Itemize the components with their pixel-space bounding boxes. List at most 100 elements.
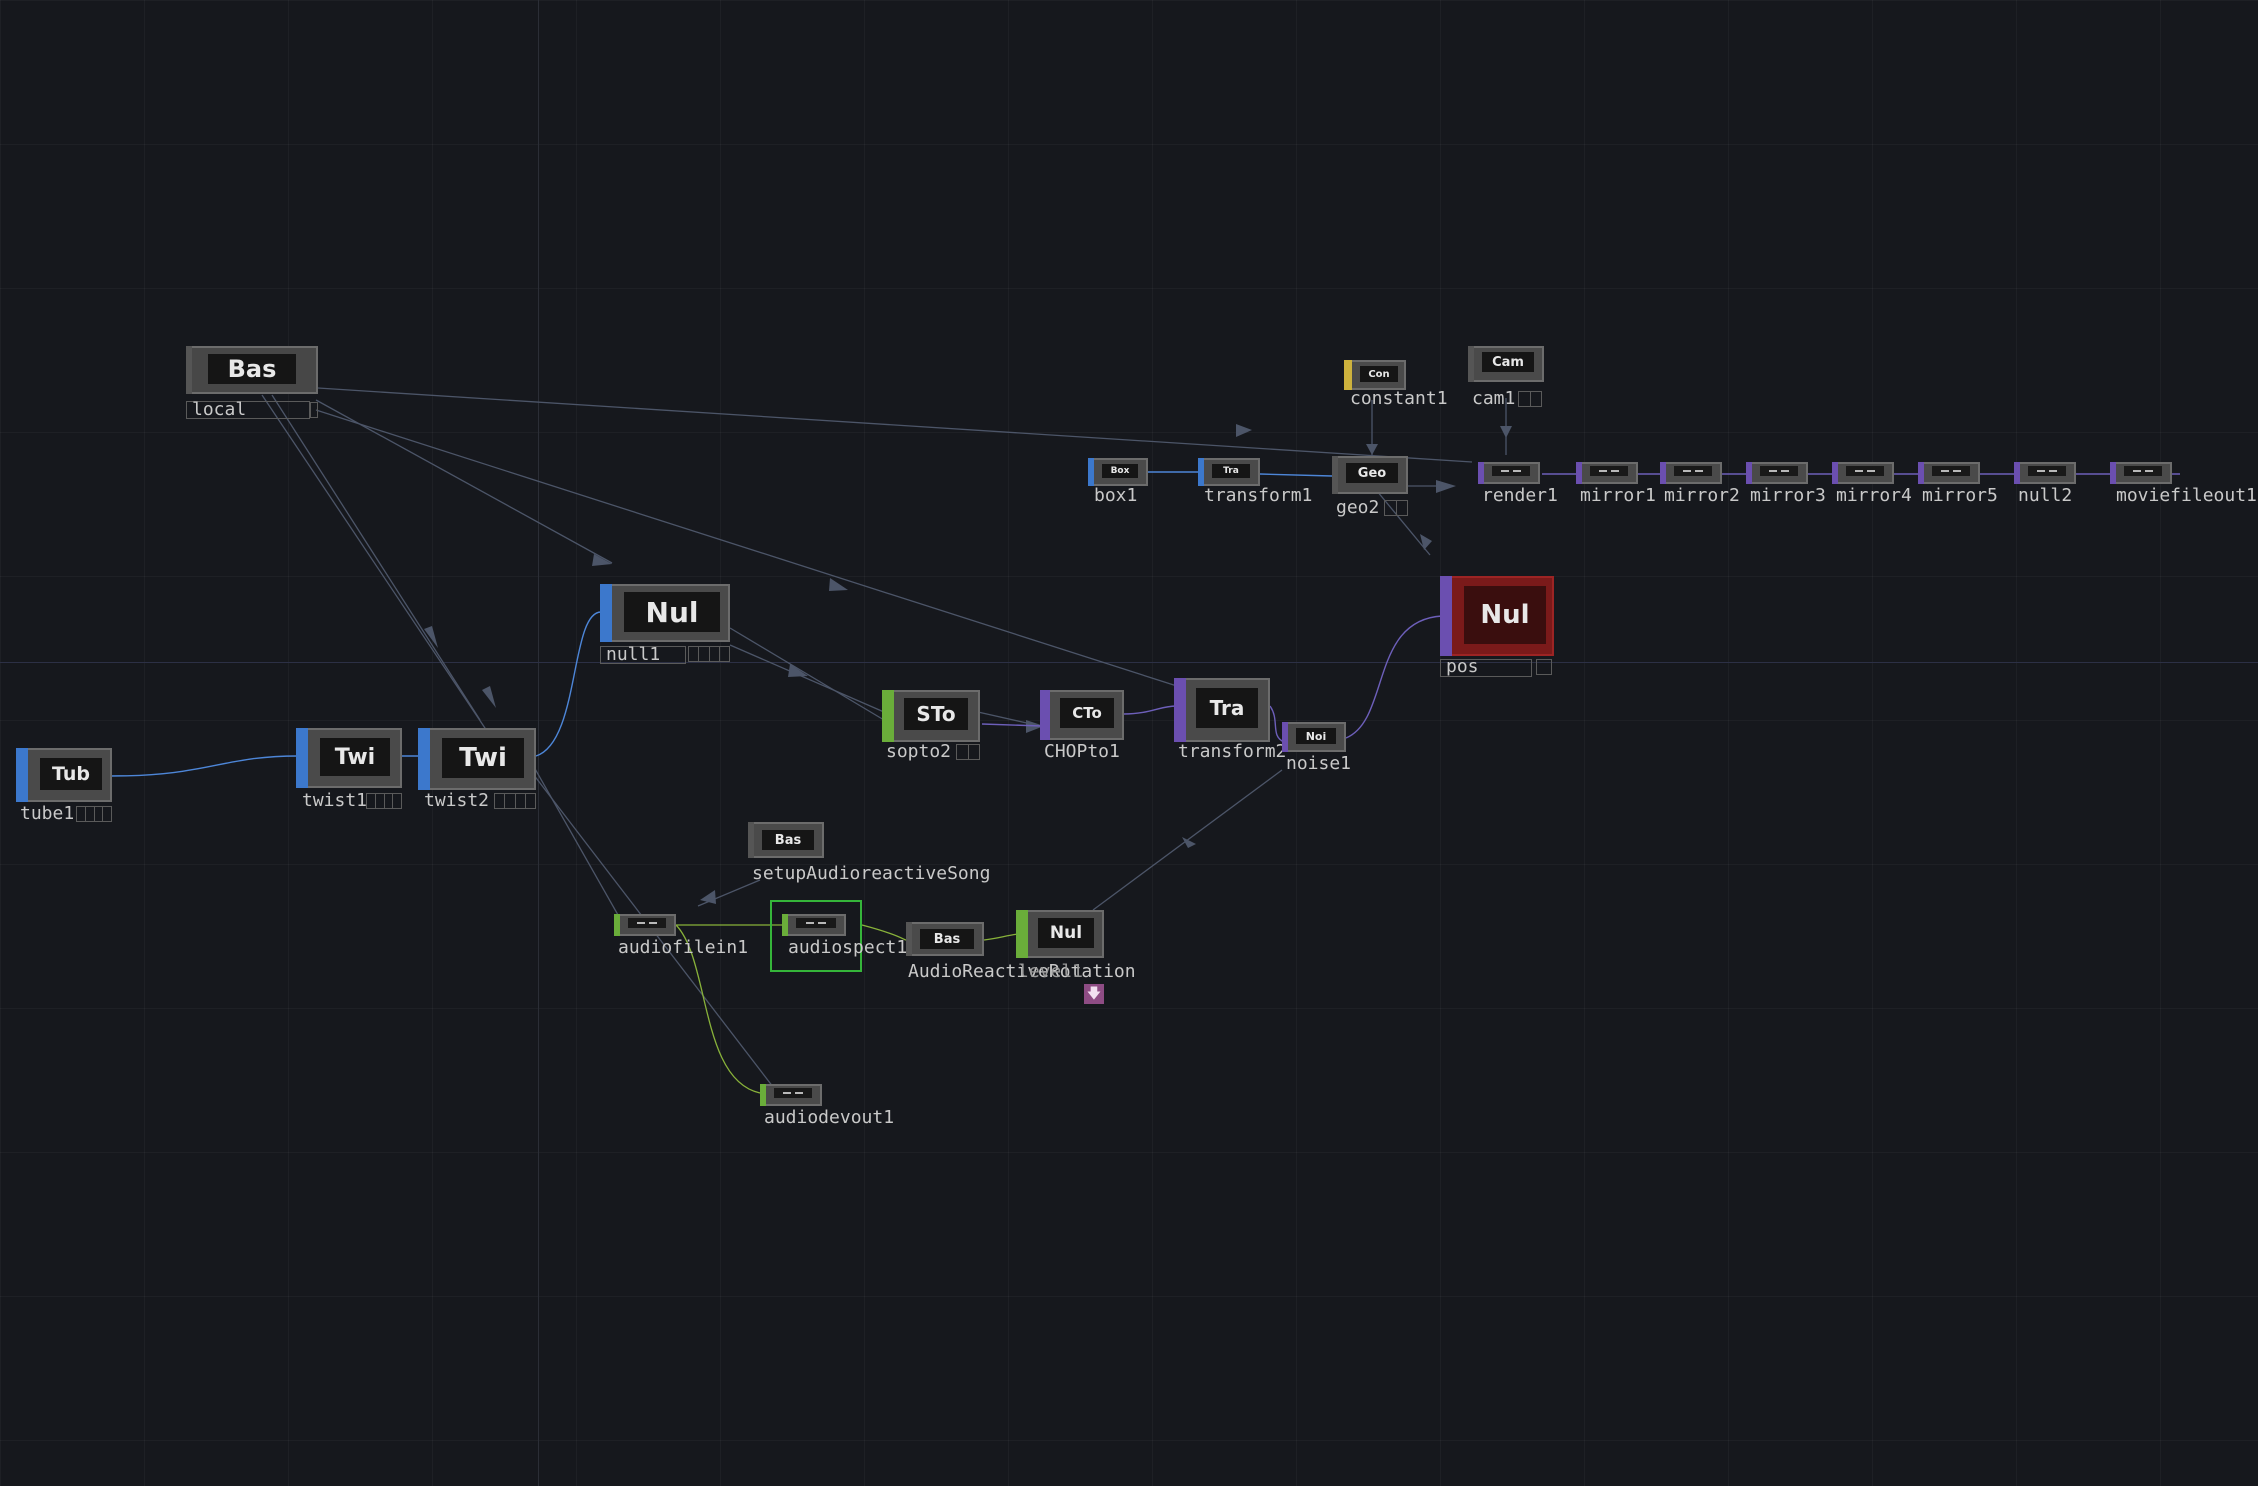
- node-constant1[interactable]: Con: [1344, 360, 1406, 390]
- node-mirror5[interactable]: [1918, 462, 1980, 484]
- node-face: CTo: [1060, 698, 1114, 728]
- node-transform1[interactable]: Tra: [1198, 458, 1260, 486]
- node-label-render1: render1: [1482, 485, 1558, 506]
- node-tube1[interactable]: Tub: [16, 748, 112, 802]
- selection-box: [770, 900, 862, 972]
- node-label-twist2: twist2: [424, 790, 490, 811]
- node-twist2[interactable]: Twi: [418, 728, 536, 790]
- node-box1[interactable]: Box: [1088, 458, 1148, 486]
- node-audiospect1[interactable]: [782, 914, 846, 936]
- wire-arrow: [1236, 424, 1252, 437]
- node-choptol[interactable]: CTo: [1040, 690, 1124, 740]
- node-label-mirror3: mirror3: [1750, 485, 1826, 506]
- node-label-level1: level1: [1018, 961, 1084, 982]
- node-face: Tra: [1196, 688, 1258, 728]
- wire-arrow: [592, 554, 612, 566]
- ref-wire: [529, 759, 623, 923]
- node-label-cam1: cam1: [1472, 388, 1516, 409]
- top-wire: [1345, 615, 1443, 739]
- node-geo2[interactable]: Geo: [1332, 456, 1408, 494]
- node-audiofilein1[interactable]: [614, 914, 676, 936]
- ref-wire: [317, 387, 1473, 463]
- node-face: Noi: [1296, 728, 1336, 744]
- ref-wire: [315, 399, 613, 564]
- node-label-null1: null1: [606, 644, 661, 665]
- node-label-audiodevout1: audiodevout1: [764, 1107, 895, 1128]
- wire-arrow: [424, 626, 438, 648]
- node-label-transform1: transform1: [1204, 485, 1313, 506]
- node-cam1[interactable]: Cam: [1468, 346, 1544, 382]
- node-face: Cam: [1482, 352, 1534, 372]
- wire-arrow: [1500, 426, 1512, 438]
- top-wire: [981, 723, 1043, 727]
- node-mirror2[interactable]: [1660, 462, 1722, 484]
- arrow-down-icon[interactable]: 🡇: [1084, 984, 1104, 1004]
- node-noise1[interactable]: Noi: [1282, 722, 1346, 752]
- wire-arrow: [788, 664, 808, 677]
- node-label-mirror5: mirror5: [1922, 485, 1998, 506]
- node-local[interactable]: Bas: [186, 346, 318, 394]
- top-wire: [1269, 705, 1285, 743]
- wire-arrow: [1436, 480, 1456, 493]
- wire-arrow: [1026, 720, 1044, 733]
- node-label-box1: box1: [1094, 485, 1138, 506]
- node-setupaudio[interactable]: Bas: [748, 822, 824, 858]
- node-label-moviefileout1: moviefileout1: [2116, 485, 2257, 506]
- chop-wire: [861, 924, 907, 941]
- node-label-audioreactive: AudioReactiveRotation: [908, 961, 1136, 982]
- ref-wire: [1371, 484, 1431, 556]
- node-label-twist1: twist1: [302, 790, 368, 811]
- sop-wire: [109, 755, 299, 777]
- node-moviefileout1[interactable]: [2110, 462, 2172, 484]
- ref-wire: [271, 394, 481, 721]
- node-face: Nul: [624, 592, 720, 632]
- node-label-audiospect1: audiospect1: [788, 937, 908, 958]
- node-label-setupaudio: setupAudioreactiveSong: [752, 863, 991, 884]
- node-face: STo: [904, 698, 968, 730]
- node-face: Tub: [40, 758, 102, 790]
- ref-wire: [261, 394, 498, 747]
- node-mirror4[interactable]: [1832, 462, 1894, 484]
- chop-wire: [675, 924, 761, 1094]
- node-face: Bas: [920, 929, 974, 949]
- node-twist1[interactable]: Twi: [296, 728, 402, 788]
- node-face: Box: [1102, 464, 1138, 478]
- wire-arrow: [829, 578, 848, 591]
- node-pos[interactable]: Nul: [1440, 576, 1554, 656]
- node-label-mirror1: mirror1: [1580, 485, 1656, 506]
- node-null2[interactable]: [2014, 462, 2076, 484]
- chop-wire: [983, 933, 1019, 941]
- node-label-pos: pos: [1446, 656, 1479, 677]
- wire-arrow: [1366, 444, 1378, 455]
- node-audiodevout1[interactable]: [760, 1084, 822, 1106]
- ref-wire: [697, 879, 761, 907]
- node-face: Geo: [1346, 463, 1398, 483]
- node-label-tube1: tube1: [20, 803, 75, 824]
- sop-wire: [535, 611, 602, 757]
- ref-wire: [315, 409, 1181, 688]
- origin-axis-vertical: [538, 0, 539, 1486]
- origin-axis-horizontal: [0, 662, 2258, 663]
- node-level1[interactable]: Nul: [1016, 910, 1104, 958]
- node-mirror3[interactable]: [1746, 462, 1808, 484]
- ref-wire: [729, 627, 885, 721]
- node-face: Con: [1360, 366, 1398, 382]
- node-transform2[interactable]: Tra: [1174, 678, 1270, 742]
- node-face: Twi: [320, 738, 390, 776]
- node-label-sopto2: sopto2: [886, 741, 952, 762]
- node-face: Nul: [1464, 586, 1546, 644]
- wire-arrow: [1420, 534, 1432, 550]
- node-sopto2[interactable]: STo: [882, 690, 980, 742]
- node-null1[interactable]: Nul: [600, 584, 730, 642]
- node-render1[interactable]: [1478, 462, 1540, 484]
- node-label-mirror2: mirror2: [1664, 485, 1740, 506]
- node-label-transform2: transform2: [1178, 741, 1287, 762]
- node-label-noise1: noise1: [1286, 753, 1352, 774]
- node-audioreactive[interactable]: Bas: [906, 922, 984, 956]
- node-mirror1[interactable]: [1576, 462, 1638, 484]
- wire-arrow: [700, 890, 716, 904]
- node-face: Bas: [762, 830, 814, 850]
- ref-wire: [729, 644, 885, 713]
- top-wire: [1123, 705, 1177, 715]
